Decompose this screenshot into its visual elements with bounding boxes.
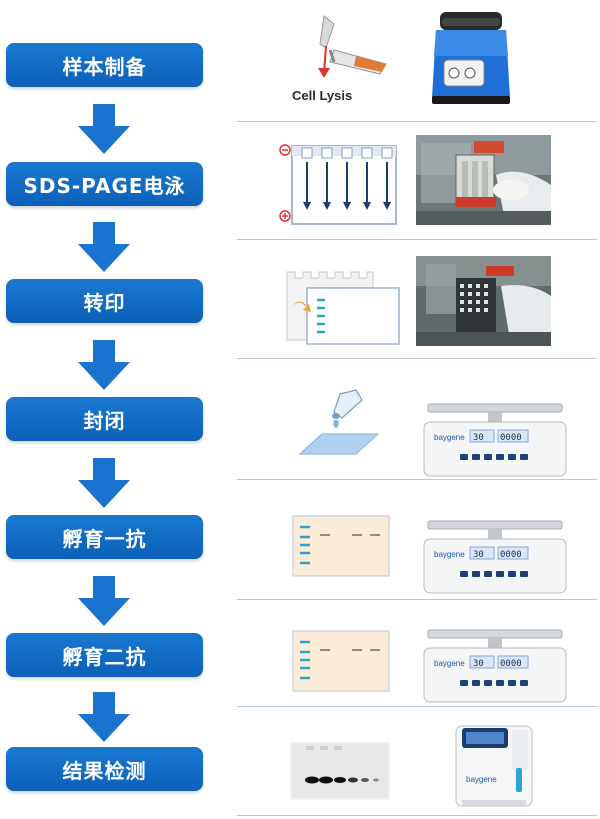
row-divider: [237, 239, 597, 240]
electrophoresis-lab-photo: [416, 135, 551, 225]
shaker-display-time: 0000: [500, 550, 522, 560]
electrophoresis-gel-icon: [279, 144, 397, 225]
down-arrow-icon: [78, 222, 130, 272]
row-divider: [237, 121, 597, 122]
down-arrow-icon: [78, 104, 130, 154]
cell-lysis-tube-icon: [318, 15, 387, 78]
step-secondary-antibody: 孵育二抗: [6, 633, 203, 677]
shaker-device-icon: baygene 30 0000: [423, 520, 567, 594]
down-arrow-icon: [78, 576, 130, 626]
shaker-brand-label: baygene: [434, 550, 465, 559]
homogenizer-device-icon: [432, 12, 510, 104]
step-label: 转印: [83, 290, 126, 315]
down-arrow-icon: [78, 340, 130, 390]
step-label: 孵育一抗: [62, 526, 147, 551]
shaker-display-speed: 30: [473, 550, 484, 560]
row-divider: [237, 358, 597, 359]
row-divider: [237, 599, 597, 600]
step-transfer: 转印: [6, 279, 203, 323]
shaker-display-speed: 30: [473, 433, 484, 443]
cell-lysis-caption: Cell Lysis: [292, 88, 353, 103]
step-detection: 结果检测: [6, 747, 203, 791]
shaker-display-time: 0000: [500, 659, 522, 669]
shaker-brand-label: baygene: [434, 659, 465, 668]
blocking-membrane-icon: [298, 389, 380, 455]
down-arrow-icon: [78, 692, 130, 742]
step-primary-antibody: 孵育一抗: [6, 515, 203, 559]
shaker-device-icon: baygene 30 0000: [423, 403, 567, 477]
step-sds-page: SDS-PAGE电泳: [6, 162, 203, 206]
row-divider: [237, 479, 597, 480]
shaker-display-time: 0000: [500, 433, 522, 443]
membrane-secondary-antibody-icon: [292, 630, 390, 692]
down-arrow-icon: [78, 458, 130, 508]
step-label: 样本制备: [62, 54, 147, 79]
step-sample-prep: 样本制备: [6, 43, 203, 87]
imaging-system-icon: baygene: [455, 725, 533, 807]
transfer-lab-photo: [416, 256, 551, 346]
row-divider: [237, 706, 597, 707]
step-label: SDS-PAGE电泳: [23, 173, 186, 198]
step-blocking: 封闭: [6, 397, 203, 441]
western-blot-result-image: [290, 742, 390, 800]
shaker-display-speed: 30: [473, 659, 484, 669]
membrane-primary-antibody-icon: [292, 515, 390, 577]
step-label: 孵育二抗: [62, 644, 147, 669]
row-divider: [237, 815, 597, 816]
shaker-device-icon: baygene 30 0000: [423, 629, 567, 703]
step-label: 封闭: [83, 408, 126, 433]
imager-brand-label: baygene: [466, 775, 497, 784]
step-label: 结果检测: [62, 758, 147, 783]
shaker-brand-label: baygene: [434, 433, 465, 442]
membrane-transfer-icon: [286, 271, 400, 345]
